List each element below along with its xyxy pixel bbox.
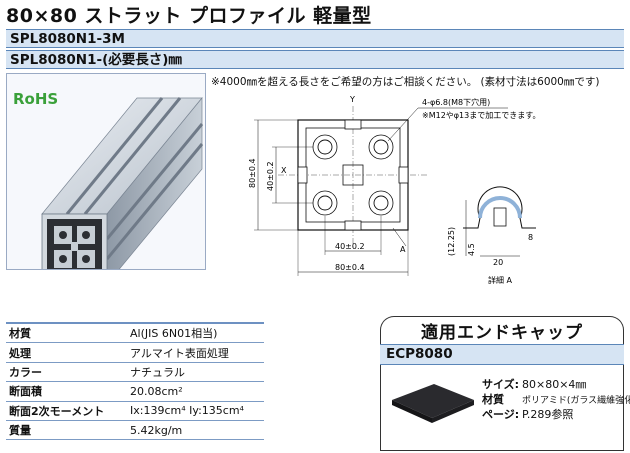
endcap-panel	[380, 365, 624, 451]
x-axis-label: X	[281, 166, 287, 175]
detail-marker: A	[400, 245, 406, 254]
rohs-mark: RoHS	[13, 90, 58, 108]
cross-section-drawing: Y X 4-φ6.8(M8下穴用) ※M12やφ13まで加工できます。 80±0…	[248, 95, 540, 285]
endcap-image	[392, 384, 474, 423]
dim-height-outer: 80±0.4	[248, 158, 257, 188]
product-code-fixed: SPL8080N1-3M	[6, 29, 624, 48]
length-note: ※4000㎜を超える長さをご希望の方はご相談ください。 (素材寸法は6000㎜で…	[211, 76, 600, 88]
endcap-page: ページ:P.289参照	[482, 408, 574, 421]
detail-dim-2: 4.5	[467, 243, 476, 256]
hole-note: ※M12やφ13まで加工できます。	[422, 110, 540, 120]
profile-3d-image: RoHS	[13, 90, 204, 269]
page-title: 80×80 ストラット プロファイル 軽量型	[6, 5, 372, 27]
detail-dim-1: (12.25)	[447, 227, 456, 256]
detail-dim-3: 20	[493, 258, 503, 267]
y-axis-label: Y	[349, 95, 355, 104]
endcap-size: サイズ:80×80×4㎜	[482, 378, 587, 391]
product-photo: RoHS	[6, 73, 206, 270]
hole-spec: 4-φ6.8(M8下穴用)	[422, 97, 490, 107]
detail-dim-4: 8	[528, 233, 533, 242]
product-code-custom: SPL8080N1-(必要長さ)㎜	[6, 50, 624, 69]
table-row: カラーナチュラル	[6, 362, 264, 383]
detail-caption: 詳細 A	[488, 275, 513, 285]
endcap-material: 材質ポリアミド(ガラス繊維強化)	[482, 393, 630, 406]
table-row: 処理アルマイト表面処理	[6, 342, 264, 363]
endcap-section-title: 適用エンドキャップ	[380, 316, 624, 344]
dim-width-outer: 80±0.4	[335, 263, 365, 272]
dim-height-inner: 40±0.2	[266, 161, 275, 191]
endcap-code: ECP8080	[380, 344, 624, 365]
dim-width-inner: 40±0.2	[335, 242, 365, 251]
